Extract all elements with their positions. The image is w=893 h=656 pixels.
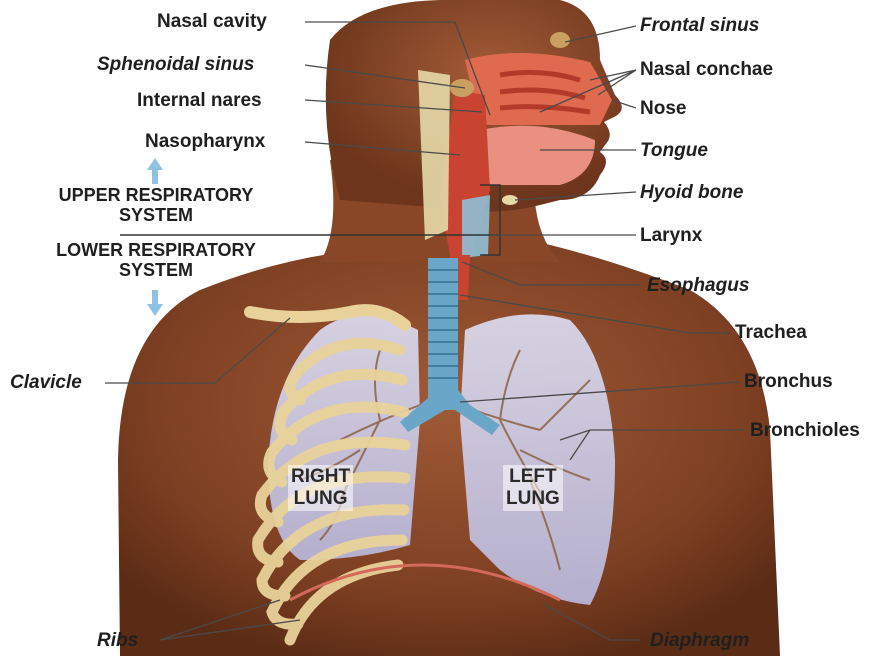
upper-respiratory-heading: UPPER RESPIRATORY SYSTEM (20, 185, 292, 225)
label-hyoid-bone: Hyoid bone (640, 182, 743, 204)
larynx-shape (462, 195, 490, 258)
upper-line1: UPPER RESPIRATORY (20, 185, 292, 205)
label-trachea: Trachea (735, 322, 807, 344)
right-lung-label: RIGHT LUNG (288, 465, 353, 511)
right-lung-line1: RIGHT (291, 466, 350, 488)
label-internal-nares: Internal nares (137, 90, 262, 112)
label-sphenoidal-sinus: Sphenoidal sinus (97, 54, 254, 76)
up-arrow-icon (147, 158, 163, 184)
label-clavicle: Clavicle (10, 372, 82, 394)
label-tongue: Tongue (640, 140, 708, 162)
left-lung-line1: LEFT (506, 466, 560, 488)
label-bronchioles: Bronchioles (750, 420, 860, 442)
tongue-region (480, 126, 595, 185)
upper-line2: SYSTEM (20, 205, 292, 225)
down-arrow-icon (147, 290, 163, 316)
lower-line1: LOWER RESPIRATORY (20, 240, 292, 260)
label-nasopharynx: Nasopharynx (145, 131, 265, 153)
label-nasal-cavity: Nasal cavity (157, 11, 267, 33)
lower-line2: SYSTEM (20, 260, 292, 280)
left-lung-label: LEFT LUNG (503, 465, 563, 511)
label-esophagus: Esophagus (647, 275, 749, 297)
label-ribs: Ribs (97, 630, 138, 652)
label-larynx: Larynx (640, 225, 702, 247)
label-nose: Nose (640, 98, 686, 120)
left-lung-line2: LUNG (506, 488, 560, 510)
label-diaphragm: Diaphragm (650, 630, 749, 652)
frontal-sinus (550, 32, 570, 48)
lower-respiratory-heading: LOWER RESPIRATORY SYSTEM (20, 240, 292, 280)
label-bronchus: Bronchus (744, 371, 833, 393)
right-lung-line2: LUNG (291, 488, 350, 510)
label-nasal-conchae: Nasal conchae (640, 59, 773, 81)
label-frontal-sinus: Frontal sinus (640, 15, 759, 37)
